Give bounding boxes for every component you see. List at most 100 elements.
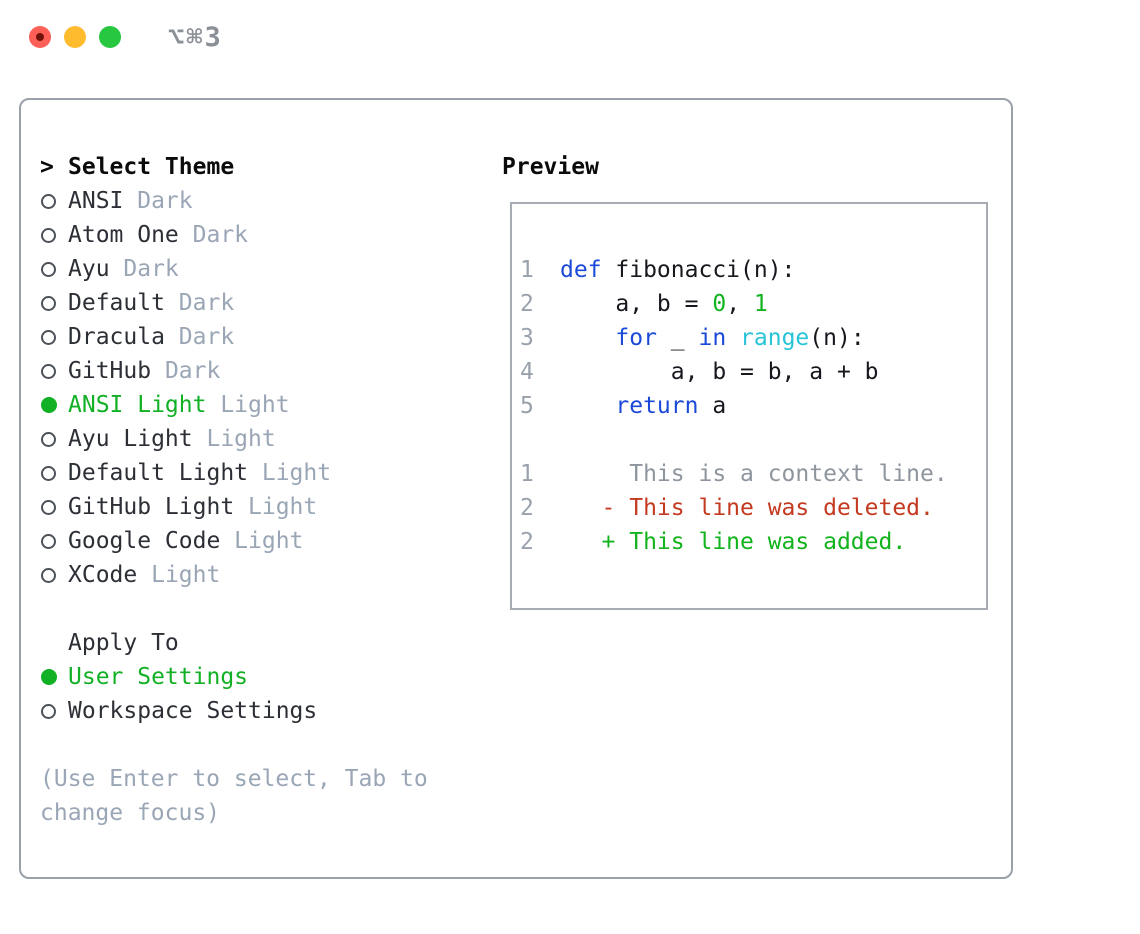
- minimize-button-icon[interactable]: [64, 26, 86, 48]
- code-segment: for: [615, 325, 657, 351]
- radio-icon: [41, 533, 56, 549]
- code-line: 2 a, b = 0, 1: [520, 287, 978, 321]
- code-segment: def: [560, 257, 602, 283]
- theme-option[interactable]: Atom One Dark: [40, 218, 440, 252]
- line-number: 1: [520, 257, 534, 283]
- code-line: [520, 423, 978, 457]
- radio-icon: [41, 431, 56, 447]
- code-line: 3 for _ in range(n):: [520, 321, 978, 355]
- line-number: 4: [520, 359, 534, 385]
- code-line: 1 This is a context line.: [520, 457, 978, 491]
- code-segment: 1: [753, 291, 768, 317]
- radio-icon: [41, 669, 57, 685]
- code-segment: in: [698, 325, 727, 351]
- theme-option[interactable]: Ayu Light Light: [40, 422, 440, 456]
- theme-option[interactable]: GitHub Light Light: [40, 490, 440, 524]
- theme-name: XCode: [68, 562, 138, 588]
- apply-to-title: Apply To: [68, 630, 179, 656]
- theme-variant-tag: Light: [234, 528, 304, 554]
- theme-name: Default: [68, 290, 165, 316]
- theme-variant-tag: Dark: [192, 222, 249, 248]
- radio-icon: [41, 295, 56, 311]
- apply-to-header: Apply To: [40, 626, 440, 660]
- theme-variant-tag: Light: [206, 426, 276, 452]
- code-segment: 0: [712, 291, 727, 317]
- theme-name: Google Code: [68, 528, 221, 554]
- theme-variant-tag: Dark: [123, 256, 179, 282]
- theme-option[interactable]: Default Dark: [40, 286, 440, 320]
- theme-variant-tag: Light: [220, 392, 290, 418]
- theme-name: ANSI Light: [68, 392, 207, 418]
- radio-icon: [41, 703, 56, 719]
- code-line: 5 return a: [520, 389, 978, 423]
- radio-icon: [41, 363, 56, 379]
- titlebar: ⌥⌘3: [0, 0, 1140, 74]
- preview-title: Preview: [502, 154, 599, 180]
- code-segment: return: [615, 393, 699, 419]
- theme-name: Ayu: [68, 256, 110, 282]
- theme-variant-tag: Dark: [137, 188, 193, 214]
- theme-variant-tag: Dark: [178, 324, 235, 350]
- theme-name: Ayu Light: [68, 426, 193, 452]
- theme-option[interactable]: Dracula Dark: [40, 320, 440, 354]
- zoom-button-icon[interactable]: [99, 26, 121, 48]
- code-segment: [560, 325, 615, 351]
- theme-option[interactable]: XCode Light: [40, 558, 440, 592]
- apply-option[interactable]: User Settings: [40, 660, 440, 694]
- close-button-icon[interactable]: [29, 26, 51, 48]
- window-title: ⌥⌘3: [168, 21, 223, 53]
- code-segment: ,: [726, 291, 754, 317]
- theme-option[interactable]: GitHub Dark: [40, 354, 440, 388]
- radio-icon: [41, 261, 56, 277]
- code-segment: This is a context line.: [560, 461, 948, 487]
- radio-icon: [41, 499, 56, 515]
- code-line: 2 - This line was deleted.: [520, 491, 978, 525]
- theme-option[interactable]: ANSI Dark: [40, 184, 440, 218]
- code-line: 4 a, b = b, a + b: [520, 355, 978, 389]
- code-segment: fibonacci(n):: [601, 257, 796, 283]
- theme-name: GitHub: [68, 358, 152, 384]
- code-segment: - This line was deleted.: [560, 495, 934, 521]
- theme-option[interactable]: Default Light Light: [40, 456, 440, 490]
- theme-option[interactable]: Google Code Light: [40, 524, 440, 558]
- code-segment: (n):: [809, 325, 865, 351]
- theme-option[interactable]: Ayu Dark: [40, 252, 440, 286]
- theme-variant-tag: Light: [248, 494, 318, 520]
- code-segment: + This line was added.: [560, 529, 907, 555]
- radio-icon: [41, 227, 56, 243]
- code-segment: a, b =: [560, 291, 713, 317]
- line-number: 2: [520, 291, 534, 317]
- code-line: 1 def fibonacci(n):: [520, 253, 978, 287]
- apply-option-name: User Settings: [68, 664, 249, 690]
- theme-variant-tag: Light: [261, 460, 332, 486]
- radio-icon: [41, 329, 56, 345]
- radio-icon: [41, 567, 56, 583]
- theme-name: GitHub Light: [68, 494, 235, 520]
- theme-name: Atom One: [68, 222, 179, 248]
- apply-option[interactable]: Workspace Settings: [40, 694, 440, 728]
- theme-variant-tag: Dark: [178, 290, 235, 316]
- radio-icon: [41, 465, 56, 481]
- apply-list: User Settings Workspace Settings: [40, 660, 440, 728]
- select-theme-title: Select Theme: [68, 154, 235, 180]
- code-segment: [560, 393, 615, 419]
- apply-option-name: Workspace Settings: [68, 698, 318, 724]
- prompt-cursor-icon: >: [40, 154, 54, 180]
- code-segment: _: [656, 325, 699, 351]
- code-segment: a, b = b, a + b: [560, 359, 879, 385]
- line-number: 2: [520, 529, 534, 555]
- keyboard-hint: (Use Enter to select, Tab to change focu…: [40, 766, 428, 826]
- theme-list: ANSI Dark Atom One Dark Ayu Dark Default…: [40, 184, 440, 592]
- code-segment: a: [698, 393, 727, 419]
- theme-name: Dracula: [68, 324, 165, 350]
- theme-option[interactable]: ANSI Light Light: [40, 388, 440, 422]
- line-number: 5: [520, 393, 534, 419]
- theme-variant-tag: Dark: [164, 358, 221, 384]
- select-theme-header: > Select Theme: [40, 150, 440, 184]
- radio-icon: [41, 193, 56, 209]
- traffic-lights: [29, 26, 121, 48]
- spacer: [40, 728, 440, 762]
- theme-name: ANSI: [68, 188, 124, 214]
